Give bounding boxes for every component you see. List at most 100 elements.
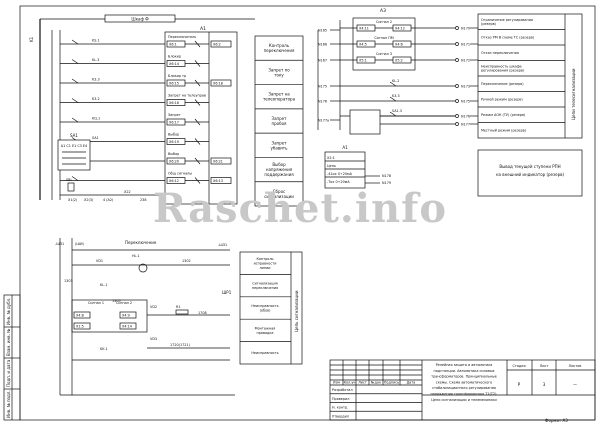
analog-row: X2:1 xyxy=(327,156,335,160)
module-row-title: Выбор xyxy=(168,152,179,156)
key-label: KS.1 xyxy=(92,39,100,43)
left-bottom-label-2: X2(3) xyxy=(84,198,94,202)
right-wire-label: N171 xyxy=(461,43,470,47)
function-label: Запрет xyxy=(272,140,288,145)
function-label: Сброс xyxy=(273,189,285,194)
switch-sa1-label: SA1 xyxy=(70,133,78,138)
col-header: Изм xyxy=(333,381,340,385)
title-text: Релейная защита и автоматикаподстанции. … xyxy=(431,363,498,402)
title-block-cell: Н. контр. xyxy=(332,406,348,410)
side-feed-label: K1 xyxy=(29,36,34,42)
module-row-title: Общ сигналы xyxy=(168,172,192,176)
wire-label-6: 1305 xyxy=(112,299,121,303)
title-line: стабилизационного регулирования xyxy=(432,386,496,390)
switch-sa1-contacts: A1 C1 E1 C3 E4 xyxy=(61,144,87,148)
module-row-title: Блокир тр xyxy=(168,74,186,78)
function-label: Запрет по xyxy=(268,67,290,72)
block-name: Сигнал ПМ xyxy=(374,36,393,40)
terminal-label: X6:20 xyxy=(169,160,179,164)
block-out: X4:12 xyxy=(395,27,405,31)
key-vd3: VD3 xyxy=(150,337,157,341)
legend-item: Режим АОК (ТУ) (резерв) xyxy=(481,113,526,117)
wire-label-4: 1303 xyxy=(64,279,73,283)
sheet-label: Лист xyxy=(540,364,549,368)
col-header: №док xyxy=(371,381,381,385)
left-wire-label: N175 xyxy=(318,85,327,89)
wire-label-3: -ШЗ1 xyxy=(218,243,227,247)
analog-block xyxy=(324,151,366,189)
term-1: X4:8 xyxy=(76,314,84,318)
right-wire-label: N177 xyxy=(461,123,470,127)
legend-item: Ограничение регулирования xyxy=(481,18,533,22)
analog-row: Цепь xyxy=(327,164,336,168)
analog-wire-2: N179 xyxy=(382,181,391,185)
output-terminal-label: X6:21 xyxy=(213,160,223,164)
module-a1-outline xyxy=(164,31,238,205)
bottom-table-item: проводка xyxy=(257,331,274,335)
terminal-label: X6:17 xyxy=(169,121,179,125)
key-r1: R1 xyxy=(176,305,181,309)
title-block-cell: Утвердил xyxy=(332,414,349,418)
title-line: напряжения трансформатора Т1(Т2). xyxy=(431,392,498,396)
term-4: X4:14 xyxy=(122,325,132,329)
left-bottom-label-5: 238 xyxy=(140,198,146,202)
relay-label: K3.3 xyxy=(392,94,400,98)
bottom-table-item: (обув) xyxy=(260,308,271,312)
module-title-a1: A1 xyxy=(200,26,206,32)
block-in: X4:11 xyxy=(359,27,369,31)
function-label: сигнализации xyxy=(264,194,294,199)
side-strip-label-3: Взам. инв. № xyxy=(6,329,11,356)
module-title-a3: A3 xyxy=(380,8,386,14)
legend-item: Переключение (резерв) xyxy=(481,82,524,86)
right-wire-label: N175 xyxy=(461,100,470,104)
relay-label: KL.2 xyxy=(392,79,399,83)
left-bottom-label-3: 4 (A2) xyxy=(103,198,114,202)
analog-row: -41ох 0÷20мА xyxy=(327,172,353,176)
wire-label-1: -ШЗ1 xyxy=(55,242,64,246)
sheet-frame xyxy=(19,5,596,421)
legend-item: Ручной режим (резерв) xyxy=(481,97,523,101)
analog-wire-1: N178 xyxy=(382,174,391,178)
key-label: KL.3 xyxy=(92,58,99,62)
module-row-title: Выбор xyxy=(168,133,179,137)
function-label: телеоператора xyxy=(263,97,296,102)
module-row-title: Запрет xyxy=(168,113,181,117)
legend-side-label: Цепи телесигнализации xyxy=(571,68,576,120)
module-row-title: Запрет на телеуправ xyxy=(168,94,206,98)
format-label: Формат А3 xyxy=(545,418,568,423)
block-out: X4:6 xyxy=(395,43,403,47)
sheet-value: 3 xyxy=(543,382,546,387)
side-strip-label-1: Инв. № подл. xyxy=(6,390,11,418)
title-line: Цепи сигнализации и телемеханики xyxy=(431,398,496,402)
sheets-label: Листов xyxy=(569,364,582,368)
block-out: X5:2 xyxy=(395,59,403,63)
title-line: схемы. Схема автоматического xyxy=(436,380,492,384)
title-line: Релейная защита и автоматика xyxy=(436,363,493,367)
block-name: Сигнал 3 xyxy=(376,52,392,56)
info-box: Вывод текущей ступени РПН на внешний инд… xyxy=(477,149,583,197)
terminal-label: X6:15 xyxy=(169,82,179,86)
bottom-left-schematic: -ШЗ1 (ШИ) -ШЗ1 1303 1302 1305 1708 1720(… xyxy=(55,238,235,396)
stage-label: Стадия xyxy=(512,364,525,368)
legend-table: Цепи телесигнализации Ограничение регули… xyxy=(477,13,583,139)
bottom-table-item: Неисправность xyxy=(251,351,278,355)
block-in: X4:5 xyxy=(359,43,367,47)
terminal-label: X6:1 xyxy=(169,43,177,47)
key-vd2: VD2 xyxy=(150,305,157,309)
block-name-1: Сигнал 1 xyxy=(88,301,104,305)
terminal-label: X6:16 xyxy=(169,101,179,105)
legend-item: Отказ переключения xyxy=(481,51,519,55)
function-label: току xyxy=(274,72,284,77)
wire-label-7: 1708 xyxy=(198,311,207,315)
function-label: напряжения xyxy=(266,167,293,172)
output-terminal-label: X6:13 xyxy=(213,179,223,183)
function-label: убавить xyxy=(271,145,289,150)
switch-sa1 xyxy=(57,139,91,171)
lamp-label: Переключение xyxy=(125,240,157,245)
info-box-line-1: Вывод текущей ступени РПН xyxy=(499,164,560,169)
key-label: K3.2 xyxy=(92,97,100,101)
left-wire-label: N167 xyxy=(318,59,327,63)
